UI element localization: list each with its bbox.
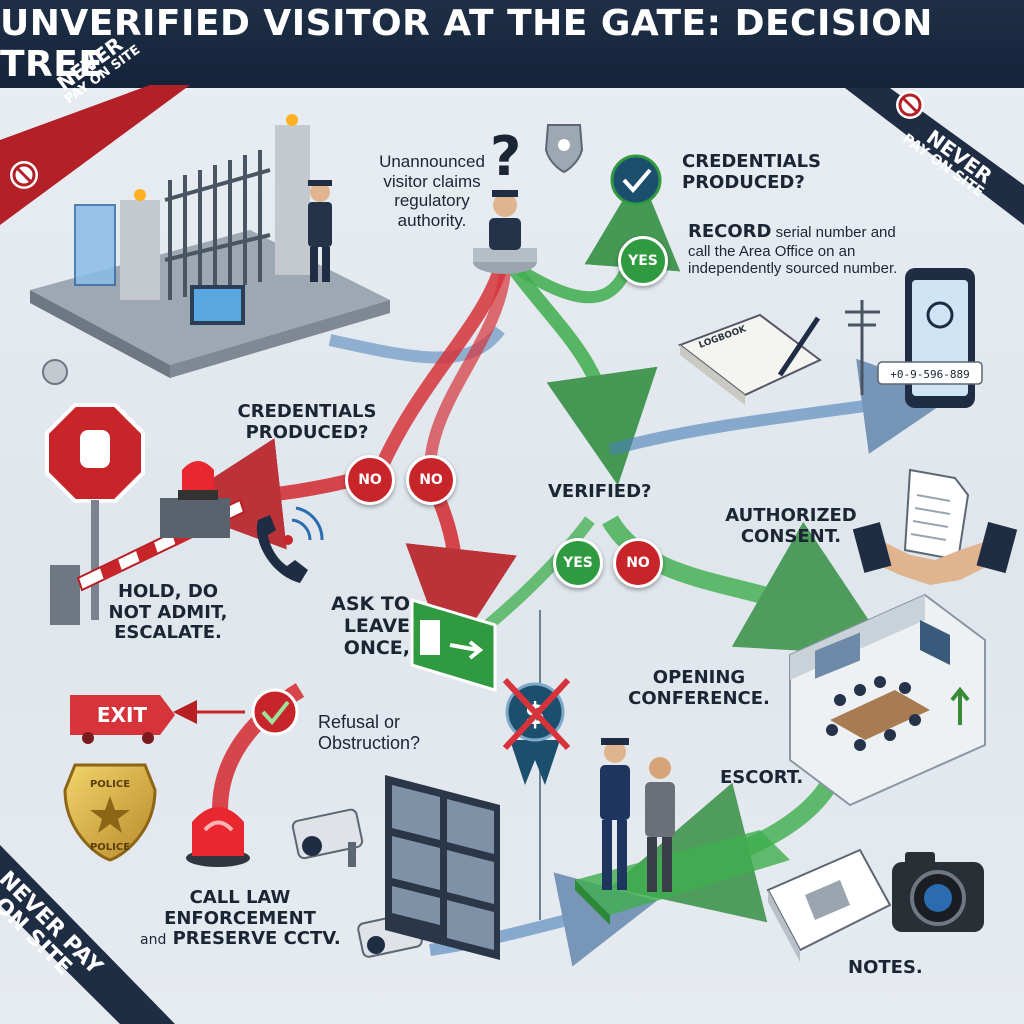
- credentials-left-label: CREDENTIALS PRODUCED?: [237, 401, 377, 443]
- path-start-left: [373, 267, 507, 473]
- preserve-rest: PRESERVE CCTV.: [166, 928, 341, 950]
- preserve-cctv-line: and PRESERVE CCTV.: [140, 928, 341, 950]
- call-law-label: CALL LAW ENFORCEMENT and PRESERVE CCTV.: [140, 887, 341, 950]
- siren-large-icon: [186, 807, 250, 867]
- shield-icon: [544, 124, 584, 174]
- credentials-right-label: CREDENTIALS PRODUCED?: [682, 151, 822, 193]
- escort-figures: [600, 738, 675, 892]
- opening-conference-label: OPENING CONFERENCE.: [628, 667, 770, 709]
- stop-hand-icon: [45, 403, 145, 620]
- phone-number: +0-9-596-889: [890, 368, 969, 381]
- check-icon: [610, 154, 662, 206]
- no-money-icon: $: [502, 677, 571, 785]
- start-guard: [473, 190, 537, 274]
- authorized-consent-label: AUTHORIZED CONSENT.: [725, 505, 857, 547]
- hold-label: HOLD, DO NOT ADMIT, ESCALATE.: [108, 581, 228, 644]
- badge-label-top: POLICE: [90, 779, 130, 790]
- phone-icon: [256, 506, 324, 583]
- ask-leave-label: ASK TO LEAVE ONCE,: [331, 593, 410, 659]
- record-rest: serial number and call the Area Office o…: [688, 224, 898, 277]
- info-icon: [42, 359, 68, 385]
- handshake-icon: [852, 521, 1018, 585]
- phone-pole-icon: [845, 300, 880, 395]
- refusal-label: Refusal or Obstruction?: [318, 712, 421, 753]
- call-law-line: CALL LAW ENFORCEMENT: [164, 887, 316, 929]
- badge-label-bottom: POLICE: [90, 842, 130, 853]
- banner-bottom-left: [0, 845, 175, 1024]
- exit-sign-label: EXIT: [97, 703, 148, 727]
- banner-top-right: [845, 88, 1024, 225]
- decision-yes-top: YES: [618, 236, 668, 286]
- decision-no-verified: NO: [613, 538, 663, 588]
- verified-label: VERIFIED?: [548, 481, 652, 502]
- decision-yes-verified: YES: [553, 538, 603, 588]
- escort-label: ESCORT.: [720, 767, 804, 788]
- exit-door-icon: [410, 597, 497, 693]
- gate-scene: [30, 114, 390, 378]
- camera-icon: [892, 852, 984, 932]
- preserve-and: and: [140, 932, 167, 949]
- page-title: UNVERIFIED VISITOR AT THE GATE: DECISION…: [0, 3, 933, 85]
- path-start-right: [509, 265, 658, 486]
- siren-icon: [178, 461, 218, 500]
- path-gate-to-center: [328, 326, 505, 364]
- decision-no-left-1: NO: [345, 455, 395, 505]
- path-start-mid: [424, 269, 511, 471]
- title-bar: UNVERIFIED VISITOR AT THE GATE: DECISION…: [0, 0, 1024, 88]
- notes-label: NOTES.: [848, 957, 923, 978]
- smartphone-icon: [905, 268, 975, 408]
- refusal-check-icon: [251, 688, 299, 736]
- escort-platform: [575, 830, 790, 925]
- record-instruction: RECORD serial number and call the Area O…: [688, 221, 918, 277]
- barrier-gate: [50, 498, 246, 625]
- exit-truck-icon: [70, 695, 175, 744]
- logbook-icon: [677, 313, 822, 405]
- banner-top-left: [0, 85, 190, 225]
- path-verify-to-phone: [608, 358, 958, 456]
- conference-room: [789, 593, 986, 807]
- decision-no-left-2: NO: [406, 455, 456, 505]
- start-node-label: Unannounced visitor claims regulatory au…: [379, 152, 485, 230]
- question-mark-icon: ?: [490, 125, 521, 188]
- document-icon: [903, 468, 970, 562]
- police-badge-icon: [63, 763, 157, 862]
- record-bold: RECORD: [688, 221, 772, 242]
- cctv-monitor-wall: [385, 775, 500, 960]
- notebook-icon: [766, 848, 892, 962]
